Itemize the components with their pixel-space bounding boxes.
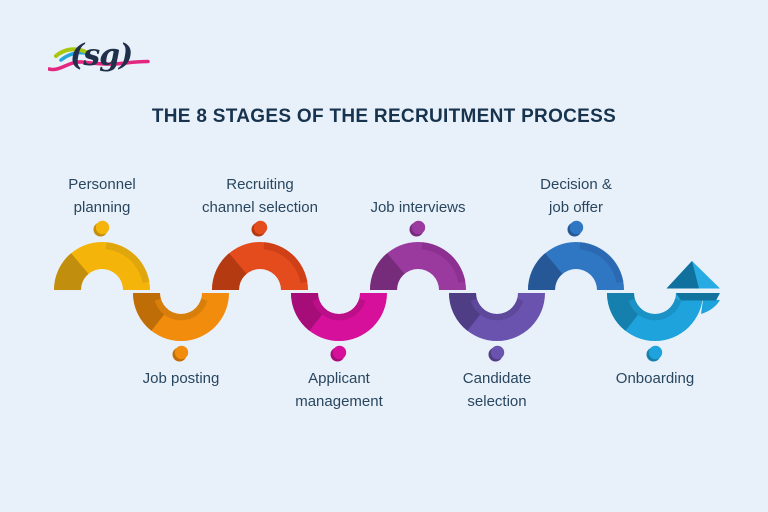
stage-arc-recruiting-channel-selection bbox=[211, 242, 308, 290]
stage-label-line: Recruiting bbox=[226, 176, 294, 193]
dot-body bbox=[569, 220, 584, 235]
stage-label-line: Candidate bbox=[462, 370, 532, 387]
stage-arc-decision-job-offer bbox=[527, 242, 624, 290]
stage-arc-personnel-planning bbox=[53, 242, 150, 290]
stage-label-line: job offer bbox=[549, 199, 603, 216]
arc-rim bbox=[579, 242, 624, 283]
stage-arc-job-posting bbox=[133, 293, 229, 341]
stage-dot-applicant-management bbox=[330, 345, 347, 362]
stage-arc-applicant-management bbox=[290, 293, 387, 341]
onboarding-arrow-icon bbox=[666, 261, 720, 314]
dot-body bbox=[174, 345, 189, 360]
stage-arc-onboarding bbox=[607, 293, 703, 341]
stage-dot-onboarding bbox=[646, 345, 663, 362]
stage-label-line: Personnel bbox=[68, 176, 136, 193]
stage-label-line: selection bbox=[467, 393, 527, 410]
stage-dot-decision-job-offer bbox=[567, 220, 584, 237]
logo-swoosh-icon bbox=[48, 47, 150, 72]
stage-label-personnel-planning: Personnel planning bbox=[14, 173, 190, 219]
dot-body bbox=[411, 220, 426, 235]
arc-rim bbox=[421, 242, 466, 283]
arc-inner-rim bbox=[312, 298, 366, 321]
arc-inner-rim bbox=[628, 298, 682, 321]
arc-rim bbox=[263, 242, 308, 283]
arrow-band bbox=[676, 293, 720, 301]
stage-label-job-interviews: Job interviews bbox=[330, 196, 506, 219]
stage-label-line: management bbox=[295, 393, 383, 410]
stage-label-decision-job-offer: Decision & job offer bbox=[488, 173, 664, 219]
stage-arc-candidate-selection bbox=[449, 293, 545, 341]
stage-dot-job-interviews bbox=[409, 220, 426, 237]
stage-label-job-posting: Job posting bbox=[93, 367, 269, 390]
dot-body bbox=[490, 345, 505, 360]
stage-label-onboarding: Onboarding bbox=[567, 367, 743, 390]
logo-text: (sg) bbox=[70, 38, 133, 73]
stage-label-line: Applicant bbox=[308, 370, 370, 387]
arc-shade bbox=[211, 253, 247, 290]
logo: (sg) bbox=[48, 38, 160, 90]
stage-label-line: Job posting bbox=[142, 370, 220, 387]
stage-label-line: Onboarding bbox=[615, 370, 695, 387]
stage-dot-job-posting bbox=[172, 345, 189, 362]
logo-swoosh-magenta-icon bbox=[48, 59, 150, 72]
arc-shade bbox=[369, 253, 405, 290]
arrow-head-shade bbox=[666, 261, 699, 289]
stage-label-candidate-selection: Candidate selection bbox=[409, 367, 585, 413]
arrow-flare bbox=[701, 300, 720, 314]
logo-swoosh-lime-icon bbox=[54, 47, 88, 58]
stage-label-line: Decision & bbox=[540, 176, 612, 193]
arc-rim bbox=[105, 242, 150, 283]
arc-shade bbox=[53, 253, 89, 290]
stage-dot-recruiting-channel-selection bbox=[251, 220, 268, 237]
stage-label-line: Job interviews bbox=[370, 199, 466, 216]
arc-inner-rim bbox=[470, 298, 524, 321]
stage-label-recruiting-channel-selection: Recruiting channel selection bbox=[172, 173, 348, 219]
stage-arc-job-interviews bbox=[369, 242, 466, 290]
stage-label-line: channel selection bbox=[202, 199, 318, 216]
dot-body bbox=[332, 345, 347, 360]
dot-body bbox=[253, 220, 268, 235]
stage-label-line: planning bbox=[73, 199, 131, 216]
arc-shade bbox=[527, 253, 563, 290]
stage-dot-candidate-selection bbox=[488, 345, 505, 362]
arc-inner-rim bbox=[154, 298, 208, 321]
page-title: THE 8 STAGES OF THE RECRUITMENT PROCESS bbox=[151, 106, 617, 127]
stage-label-applicant-management: Applicant management bbox=[251, 367, 427, 413]
dot-body bbox=[648, 345, 663, 360]
stage-dot-personnel-planning bbox=[93, 220, 110, 237]
dot-body bbox=[95, 220, 110, 235]
